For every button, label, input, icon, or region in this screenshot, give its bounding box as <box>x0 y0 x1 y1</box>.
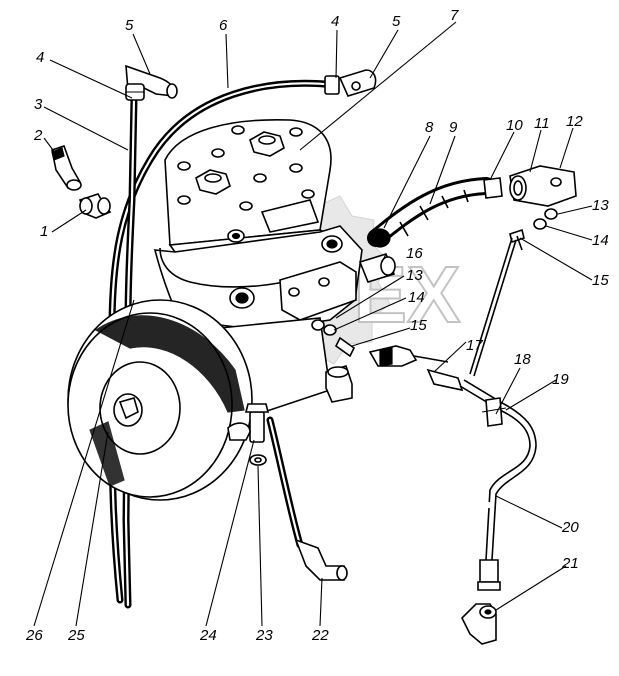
fitting-21 <box>461 559 501 645</box>
washers-13-14-left <box>311 319 356 358</box>
callout-25: 25 <box>67 627 85 644</box>
mount-bolt-24 <box>227 403 270 466</box>
banjo-fitting-5-right <box>324 69 377 97</box>
callout-15-right: 15 <box>592 272 609 289</box>
callout-14-mid: 14 <box>408 289 425 306</box>
callout-4-top: 4 <box>331 13 339 30</box>
fitting-1 <box>78 193 112 219</box>
head-bolts <box>177 125 315 211</box>
callout-3: 3 <box>34 96 43 113</box>
callout-20: 20 <box>561 519 579 536</box>
elbow-fitting-5-left <box>125 64 178 101</box>
callout-5-top-left: 5 <box>125 17 134 34</box>
hose-6 <box>108 79 339 604</box>
callout-10: 10 <box>506 117 523 134</box>
pipe-17 <box>469 237 517 377</box>
spacer-block <box>325 365 353 403</box>
pipe-20 <box>426 368 537 561</box>
fitting-16 <box>358 253 396 283</box>
callout-13-right: 13 <box>592 197 609 214</box>
callout-12: 12 <box>566 113 583 130</box>
callout-22: 22 <box>311 627 329 644</box>
fitting-2 <box>51 144 82 191</box>
elbow-fitting-17 <box>368 345 449 367</box>
callout-16: 16 <box>406 245 423 262</box>
callout-17: 17 <box>466 337 483 354</box>
callout-23: 23 <box>255 627 273 644</box>
callout-5-top-right: 5 <box>392 13 401 30</box>
callout-26: 26 <box>25 627 43 644</box>
callout-19: 19 <box>552 371 569 388</box>
callout-8: 8 <box>425 119 434 136</box>
callout-14-right: 14 <box>592 232 609 249</box>
compressor-head <box>164 118 333 253</box>
intake-flange-12 <box>509 165 577 207</box>
callout-6: 6 <box>219 17 228 34</box>
callout-18: 18 <box>514 351 531 368</box>
callout-21: 21 <box>561 555 579 572</box>
callout-15-mid: 15 <box>410 317 427 334</box>
callout-24: 24 <box>199 627 217 644</box>
drive-pulley <box>67 299 253 501</box>
callout-7: 7 <box>450 7 459 24</box>
callout-11: 11 <box>534 115 550 132</box>
callout-4-left: 4 <box>36 49 44 66</box>
callout-2: 2 <box>33 127 43 144</box>
head-nuts <box>195 131 285 195</box>
callout-13-mid: 13 <box>406 267 423 284</box>
callout-9: 9 <box>449 119 458 136</box>
callout-labels: 5 6 4 5 7 4 3 2 1 8 9 10 11 12 13 14 15 … <box>25 7 609 644</box>
leader-lines <box>33 21 593 627</box>
hose-22 <box>266 416 304 549</box>
washer-13-14-15 <box>509 208 558 251</box>
callout-1: 1 <box>40 223 48 240</box>
intake-hose-9 <box>367 177 503 248</box>
elbow-fitting-22 <box>294 538 348 581</box>
